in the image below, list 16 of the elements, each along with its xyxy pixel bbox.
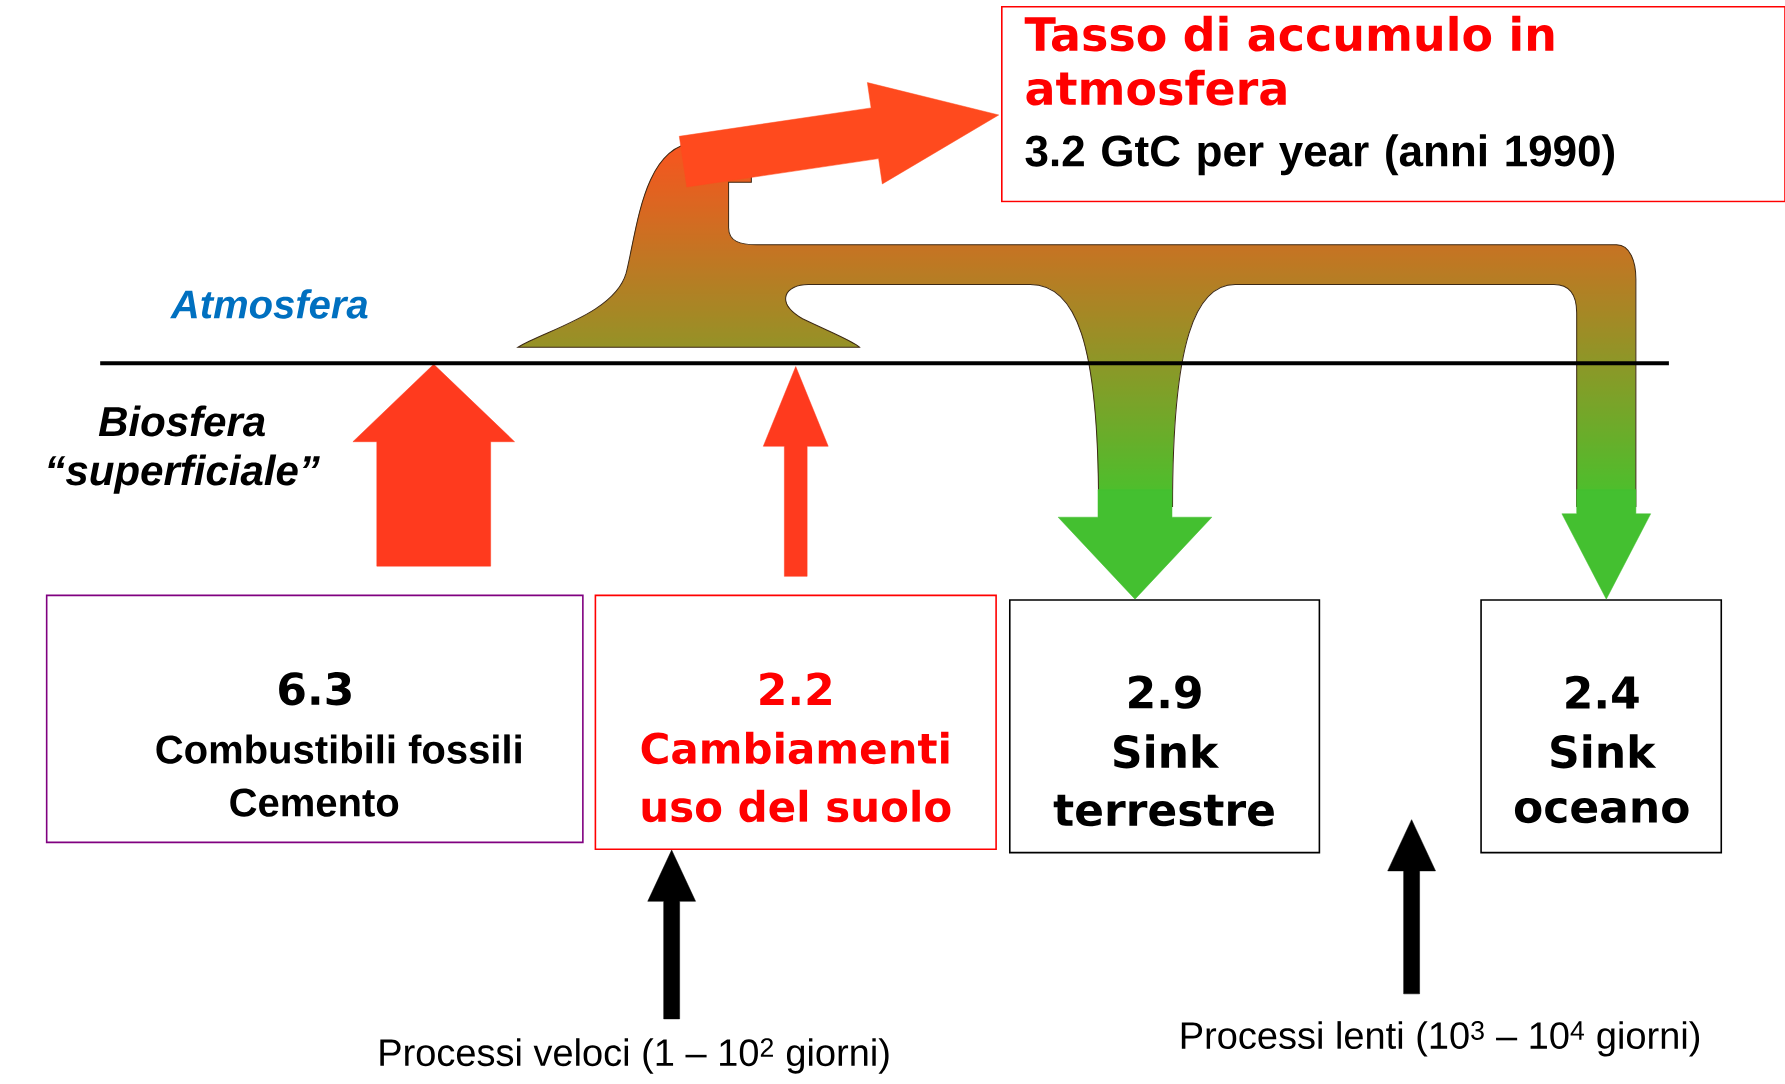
- region-label: Biosfera “superficiale”: [48, 405, 320, 494]
- flow-arrow: [1057, 489, 1213, 600]
- value-box: 2.2 Cambiamenti uso del suolo: [594, 594, 997, 851]
- region-label: Atmosfera: [170, 289, 368, 319]
- value-box: 6.3 Combustibili fossili Cemento: [45, 594, 584, 844]
- timescale-label: Processi veloci (1 – 10$^{2}$ giorni): [380, 1038, 889, 1074]
- value-box: 2.4 Sink oceano: [1480, 599, 1723, 854]
- value-box: 2.9 Sink terrestre: [1009, 599, 1321, 854]
- flow-arrow: [679, 82, 999, 188]
- timescale-label: Processi lenti (10$^{3}$ – 10$^{4}$ giorni): [1181, 1021, 1700, 1057]
- flow-arrow: [1561, 489, 1651, 600]
- arrow: [763, 366, 829, 577]
- info-box: Tasso di accumulo in atmosfera 3.2 GtC per year (anni 1990): [1001, 6, 1785, 203]
- arrow: [647, 849, 696, 1020]
- arrow: [1387, 819, 1436, 995]
- flow-arrow: [352, 364, 515, 567]
